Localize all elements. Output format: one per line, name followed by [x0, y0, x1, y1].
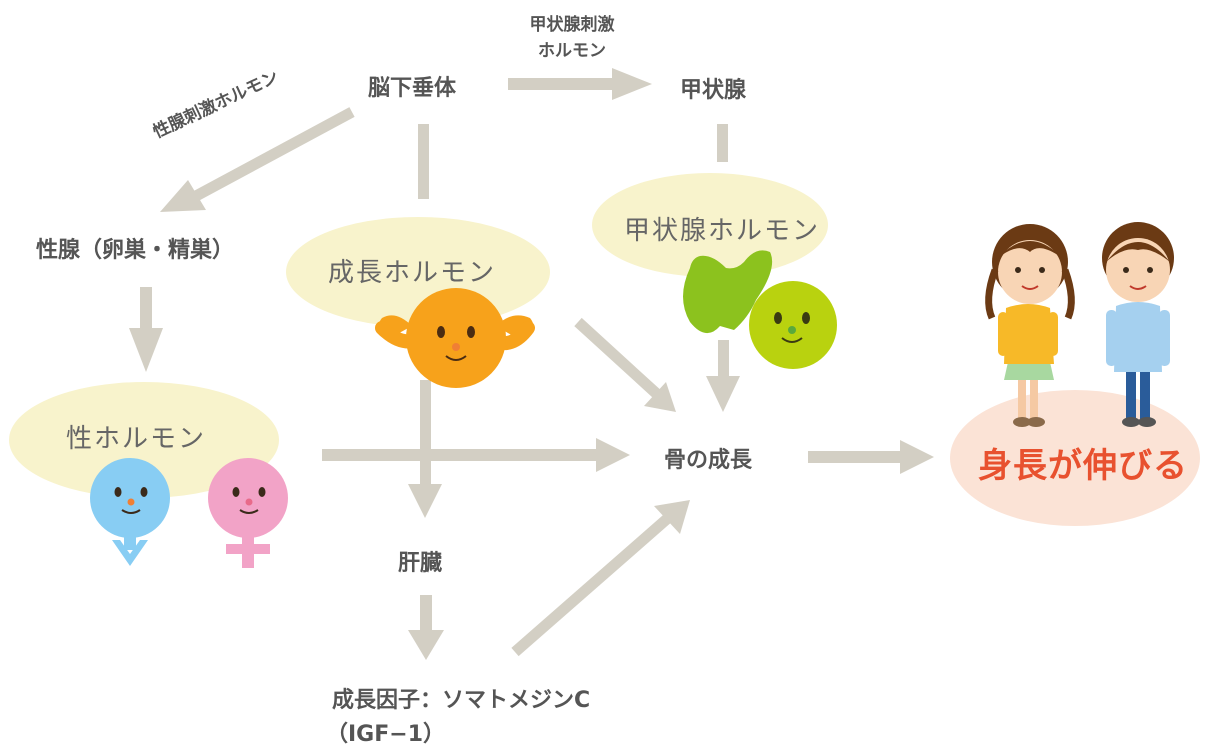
thyroid-gland-character — [683, 250, 837, 369]
arrow-thyroid-to-bone — [706, 340, 740, 412]
female-character — [208, 458, 288, 568]
arrow-growth-to-bone — [574, 317, 676, 412]
children-illustration — [985, 222, 1174, 427]
arrow-pituitary-to-thyroid — [508, 68, 652, 100]
arrow-liver-to-factor — [408, 595, 444, 660]
arrow-growth-to-liver — [408, 380, 442, 518]
arrow-factor-to-bone — [511, 500, 690, 657]
thyroid-node: 甲状腺 — [680, 78, 747, 103]
boy-figure — [1102, 222, 1174, 427]
growth-hormone-label: 成長ホルモン — [328, 258, 497, 288]
girl-figure — [985, 224, 1075, 427]
thyroid-hormone-bubble — [592, 173, 828, 277]
arrow-pituitary-to-gonads — [160, 107, 355, 212]
arrow-gonads-to-sex-hormone — [129, 287, 163, 372]
pituitary-node: 脳下垂体 — [368, 76, 457, 101]
arrow-bone-to-result — [808, 440, 934, 474]
male-character — [90, 458, 170, 566]
liver-node: 肝臓 — [398, 551, 443, 576]
growth-factor-line2: （IGF−1） — [326, 722, 446, 747]
bone-growth-node: 骨の成長 — [664, 448, 753, 473]
thyroid-hormone-label: 甲状腺ホルモン — [624, 216, 821, 246]
sex-hormone-label: 性ホルモン — [66, 424, 207, 454]
growth-hormone-character — [375, 288, 535, 388]
growth-factor-line1: 成長因子：ソマトメジンC — [332, 688, 591, 713]
gonads-node: 性腺（卵巣・精巣） — [36, 238, 235, 263]
arrow-sex-to-bone — [322, 438, 630, 472]
sex-hormone-bubble — [9, 382, 279, 498]
result-label: 身長が伸びる — [978, 446, 1188, 486]
tsh-label-line1: 甲状腺刺激 — [529, 15, 615, 35]
arrow-pituitary-to-growth — [418, 124, 429, 199]
arrow-thyroid-to-hormone — [717, 124, 728, 162]
tsh-label-line2: ホルモン — [538, 41, 606, 61]
